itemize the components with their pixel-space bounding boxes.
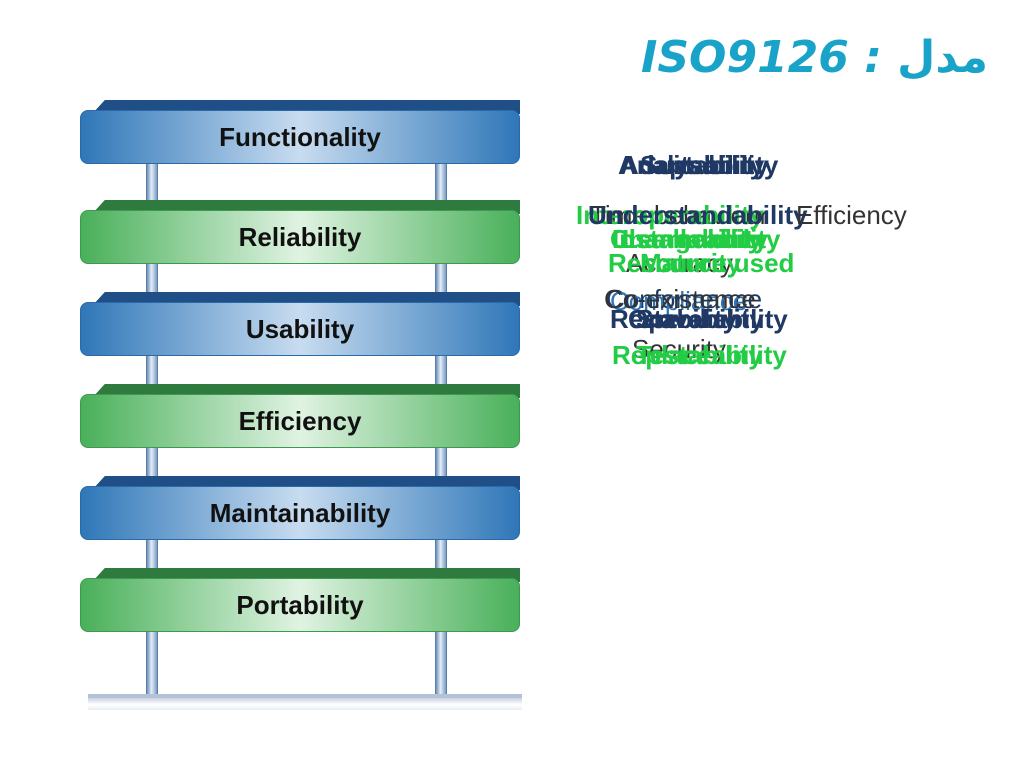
title-latin: ISO9126 : <box>640 32 882 83</box>
subchar-changeability: Changeability <box>610 224 781 254</box>
layer-functionality: Functionality <box>80 100 520 164</box>
subchar-resource-used: Resource used <box>608 248 795 278</box>
subchar-interoperability: Interoperability <box>576 200 764 230</box>
subchar-suitability: Suitability <box>640 150 765 180</box>
subchar-understandability: Understandability <box>588 200 808 230</box>
layer-label: Usability <box>80 302 520 356</box>
subchar-recoverability: Recoverability <box>610 304 788 334</box>
subchar-maturity: Maturity <box>640 248 742 278</box>
subchar-installability: Installability <box>612 224 763 254</box>
subchar-accuracy: Accuracy <box>626 248 733 278</box>
layer-label: Reliability <box>80 210 520 264</box>
layer-usability: Usability <box>80 292 520 356</box>
title-arabic: مدل <box>897 32 988 83</box>
subchar-analysability: Analysability <box>618 150 779 180</box>
subchar-security: Security <box>632 334 726 364</box>
subchar-co-existence: Co-existence <box>604 284 756 314</box>
subchar-compliance: Compliance <box>610 286 748 316</box>
subchar-conformance: Conformance <box>606 284 763 314</box>
stack-base <box>88 694 522 710</box>
layer-label: Maintainability <box>80 486 520 540</box>
subchar-time-behaviour: Time behaviour <box>590 200 769 230</box>
layer-portability: Portability <box>80 568 520 632</box>
subchar-replaceability: Replaceability <box>612 340 787 370</box>
subchar-stability: Stability <box>636 304 738 334</box>
layer-label: Portability <box>80 578 520 632</box>
layer-maintainability: Maintainability <box>80 476 520 540</box>
subchar-adaptability: Adaptability <box>620 150 769 180</box>
subchar-operability: Operability <box>628 304 764 334</box>
layer-label: Efficiency <box>80 394 520 448</box>
layer-efficiency: Efficiency <box>80 384 520 448</box>
slide-title: ISO9126 : مدل <box>641 32 988 83</box>
iso9126-layer-stack: Functionality Reliability Usability Effi… <box>80 100 522 710</box>
subchar-learnability: Learnability <box>622 224 768 254</box>
subchar-efficiency: Efficiency <box>796 200 907 230</box>
layer-reliability: Reliability <box>80 200 520 264</box>
subchar-testability: Testability <box>636 340 763 370</box>
layer-label: Functionality <box>80 110 520 164</box>
